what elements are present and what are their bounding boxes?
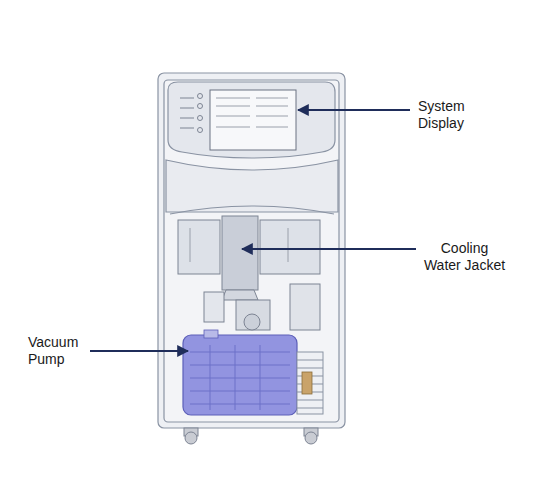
cooling-water-jacket — [178, 216, 320, 330]
vacuum-pump — [183, 330, 323, 415]
leader-arrow — [298, 109, 410, 111]
cabinet — [158, 73, 345, 428]
part-label: Vacuum Pump — [28, 334, 88, 368]
leader-arrow — [90, 350, 188, 352]
leader-arrow — [242, 248, 416, 250]
part-label: Cooling Water Jacket — [422, 240, 507, 274]
wheels — [184, 428, 318, 444]
part-label: System Display — [418, 98, 478, 132]
leader-lines — [90, 110, 416, 351]
system-display — [180, 90, 296, 150]
